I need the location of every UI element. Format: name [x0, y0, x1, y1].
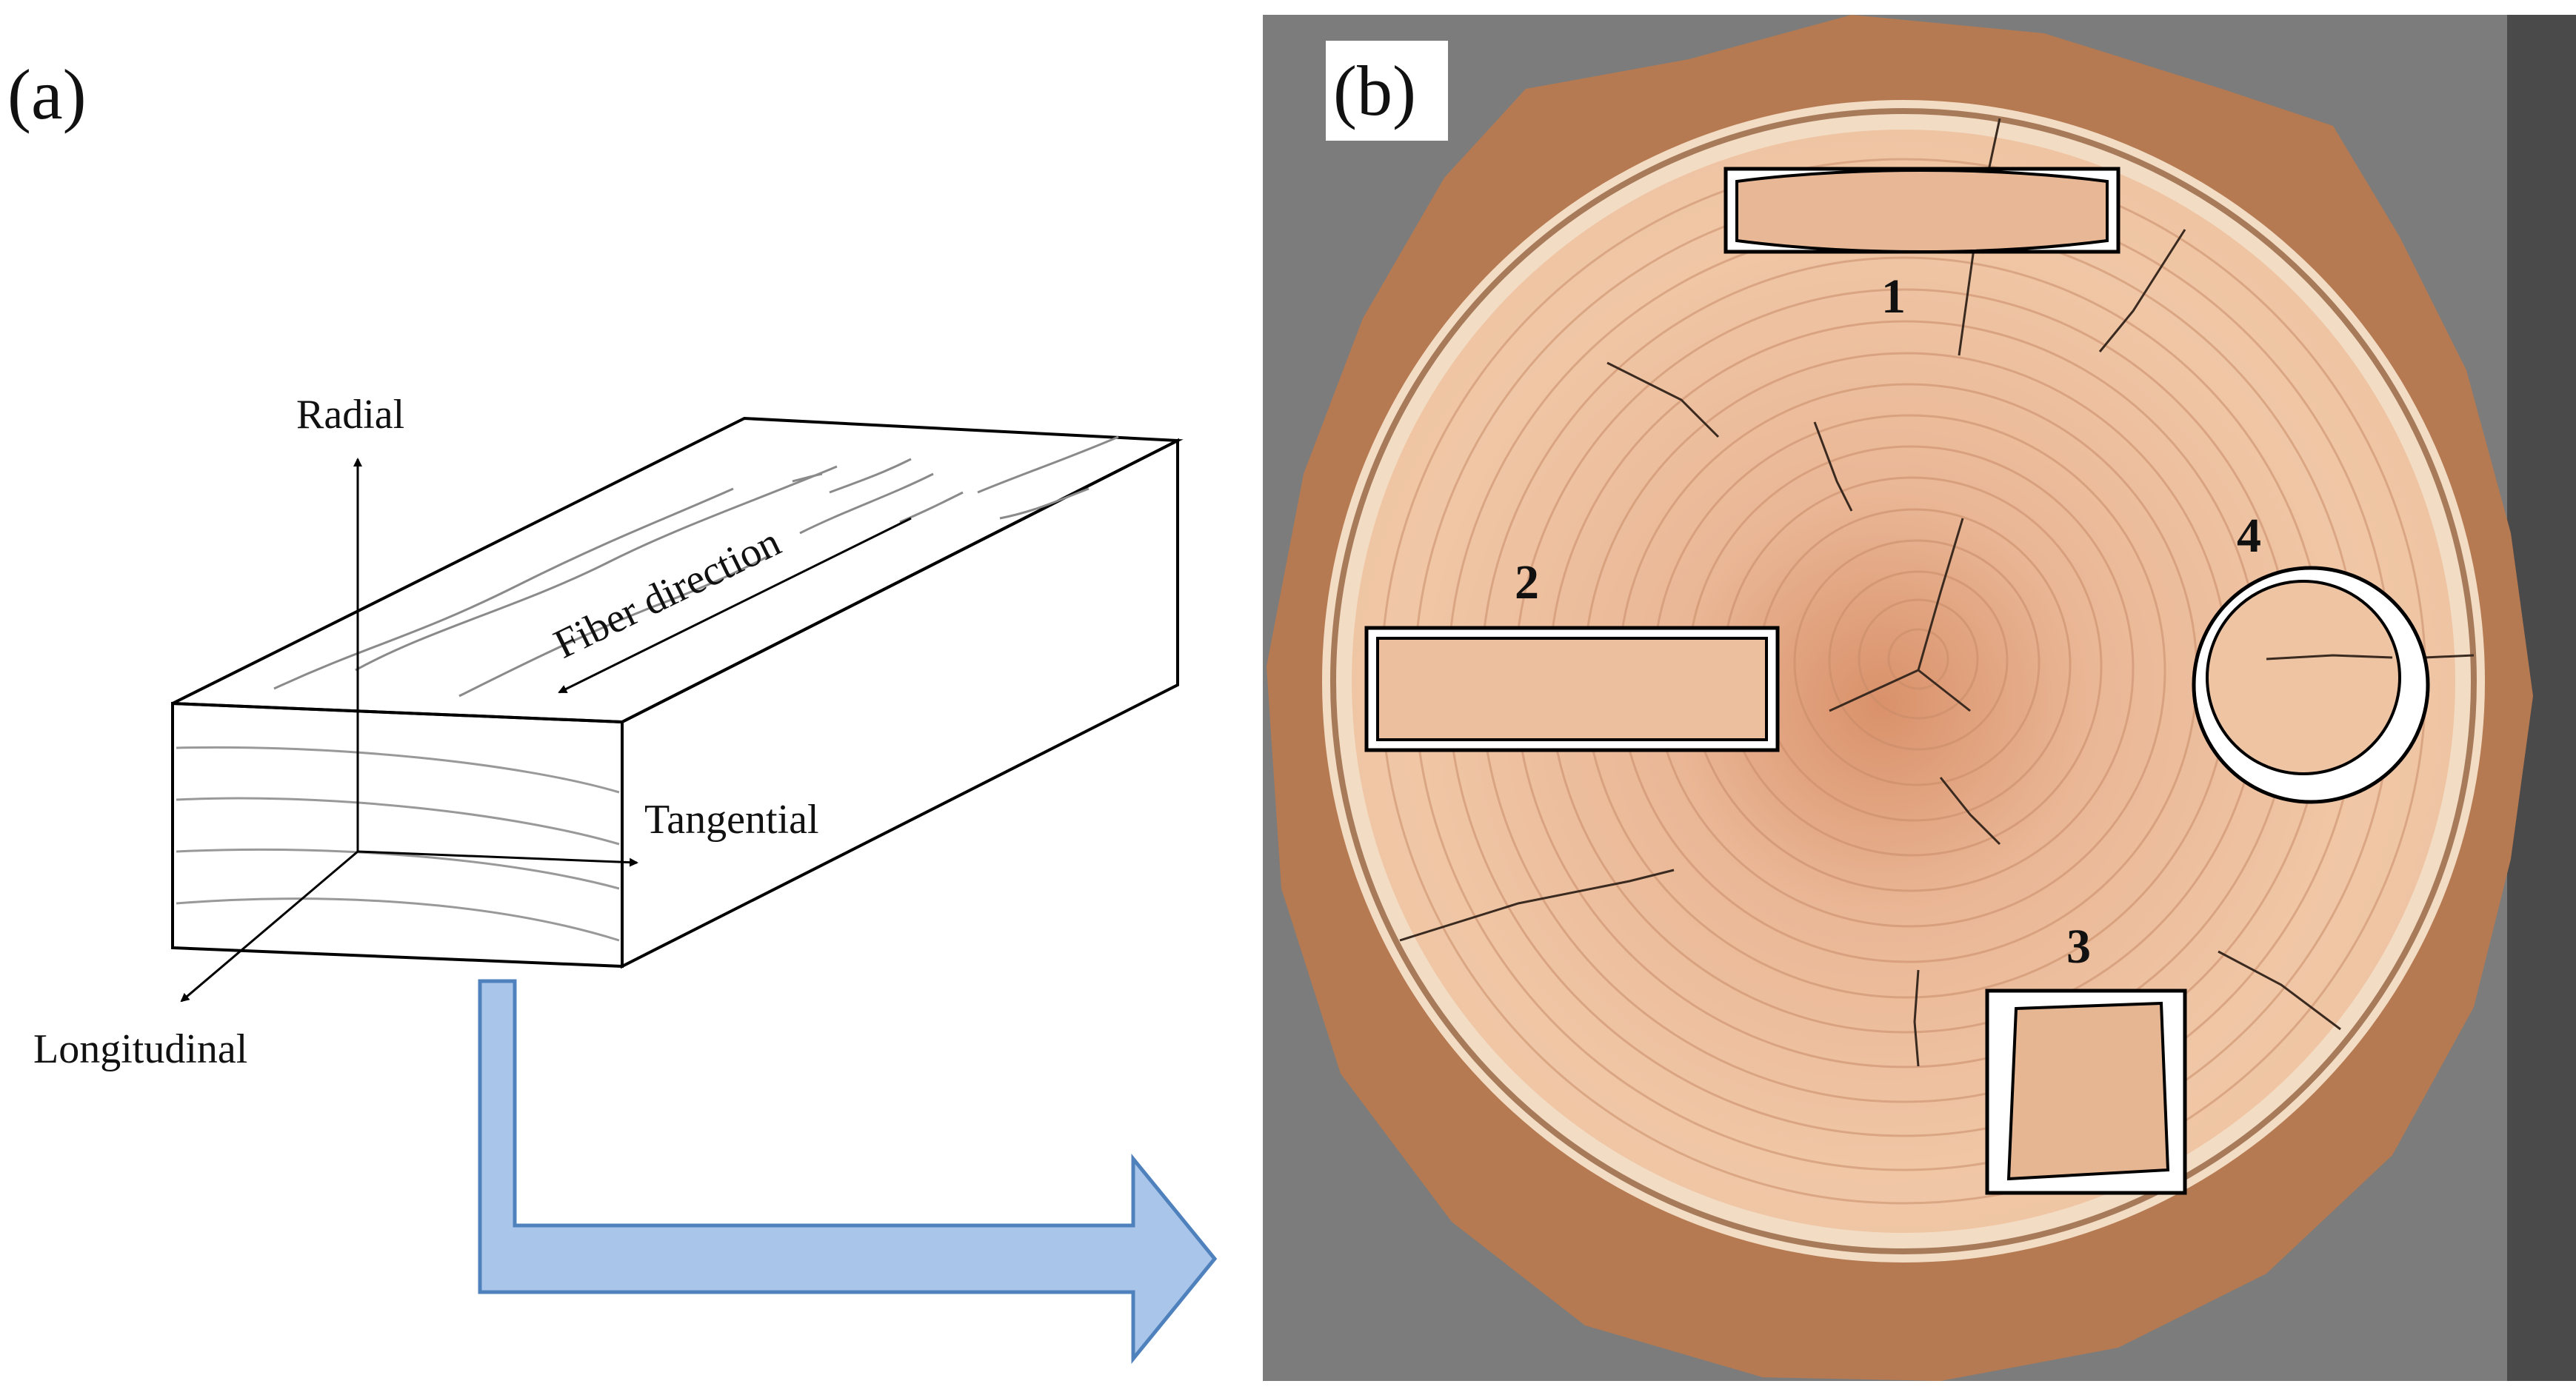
panel-a: (a): [7, 55, 1218, 1365]
region-3: 3: [1985, 920, 2187, 1195]
transition-arrow: [478, 979, 1218, 1365]
region-4: 4: [2192, 509, 2430, 804]
region-2-specimen: [1376, 637, 1768, 741]
region-3-specimen: [2006, 1001, 2170, 1181]
cracks: [1399, 118, 2475, 1067]
region-1-specimen: [1735, 169, 2109, 253]
end-face-rings: [176, 746, 620, 942]
panel-b-label-box: [1326, 41, 1448, 141]
tangential-axis-arrow: [357, 850, 638, 867]
block-end-face: [171, 701, 624, 969]
panel-b: 1 2 3 4 (b): [1263, 15, 2576, 1381]
region-2-label: 2: [1515, 555, 1539, 609]
longitudinal-axis-arrow: [180, 850, 358, 1003]
cambium-line: [1330, 108, 2477, 1254]
radial-axis-label: Radial: [296, 392, 404, 438]
tangential-axis-label: Tangential: [644, 797, 819, 843]
region-4-specimen: [2206, 580, 2401, 775]
region-4-label: 4: [2237, 509, 2261, 563]
region-3-label: 3: [2066, 920, 2091, 974]
panel-a-label: (a): [7, 55, 87, 134]
region-1: 1: [1724, 167, 2120, 324]
panel-b-label: (b): [1333, 51, 1416, 130]
axes: Radial Tangential Longitudinal: [33, 392, 819, 1072]
fiber-direction-arrow: [558, 517, 912, 694]
top-face-grain: [273, 435, 1119, 698]
wood-block: Fiber direction: [171, 416, 1184, 969]
region-1-label: 1: [1881, 270, 1906, 324]
fiber-direction-label: Fiber direction: [547, 519, 788, 668]
region-2: 2: [1364, 555, 1780, 752]
longitudinal-axis-label: Longitudinal: [33, 1026, 247, 1072]
